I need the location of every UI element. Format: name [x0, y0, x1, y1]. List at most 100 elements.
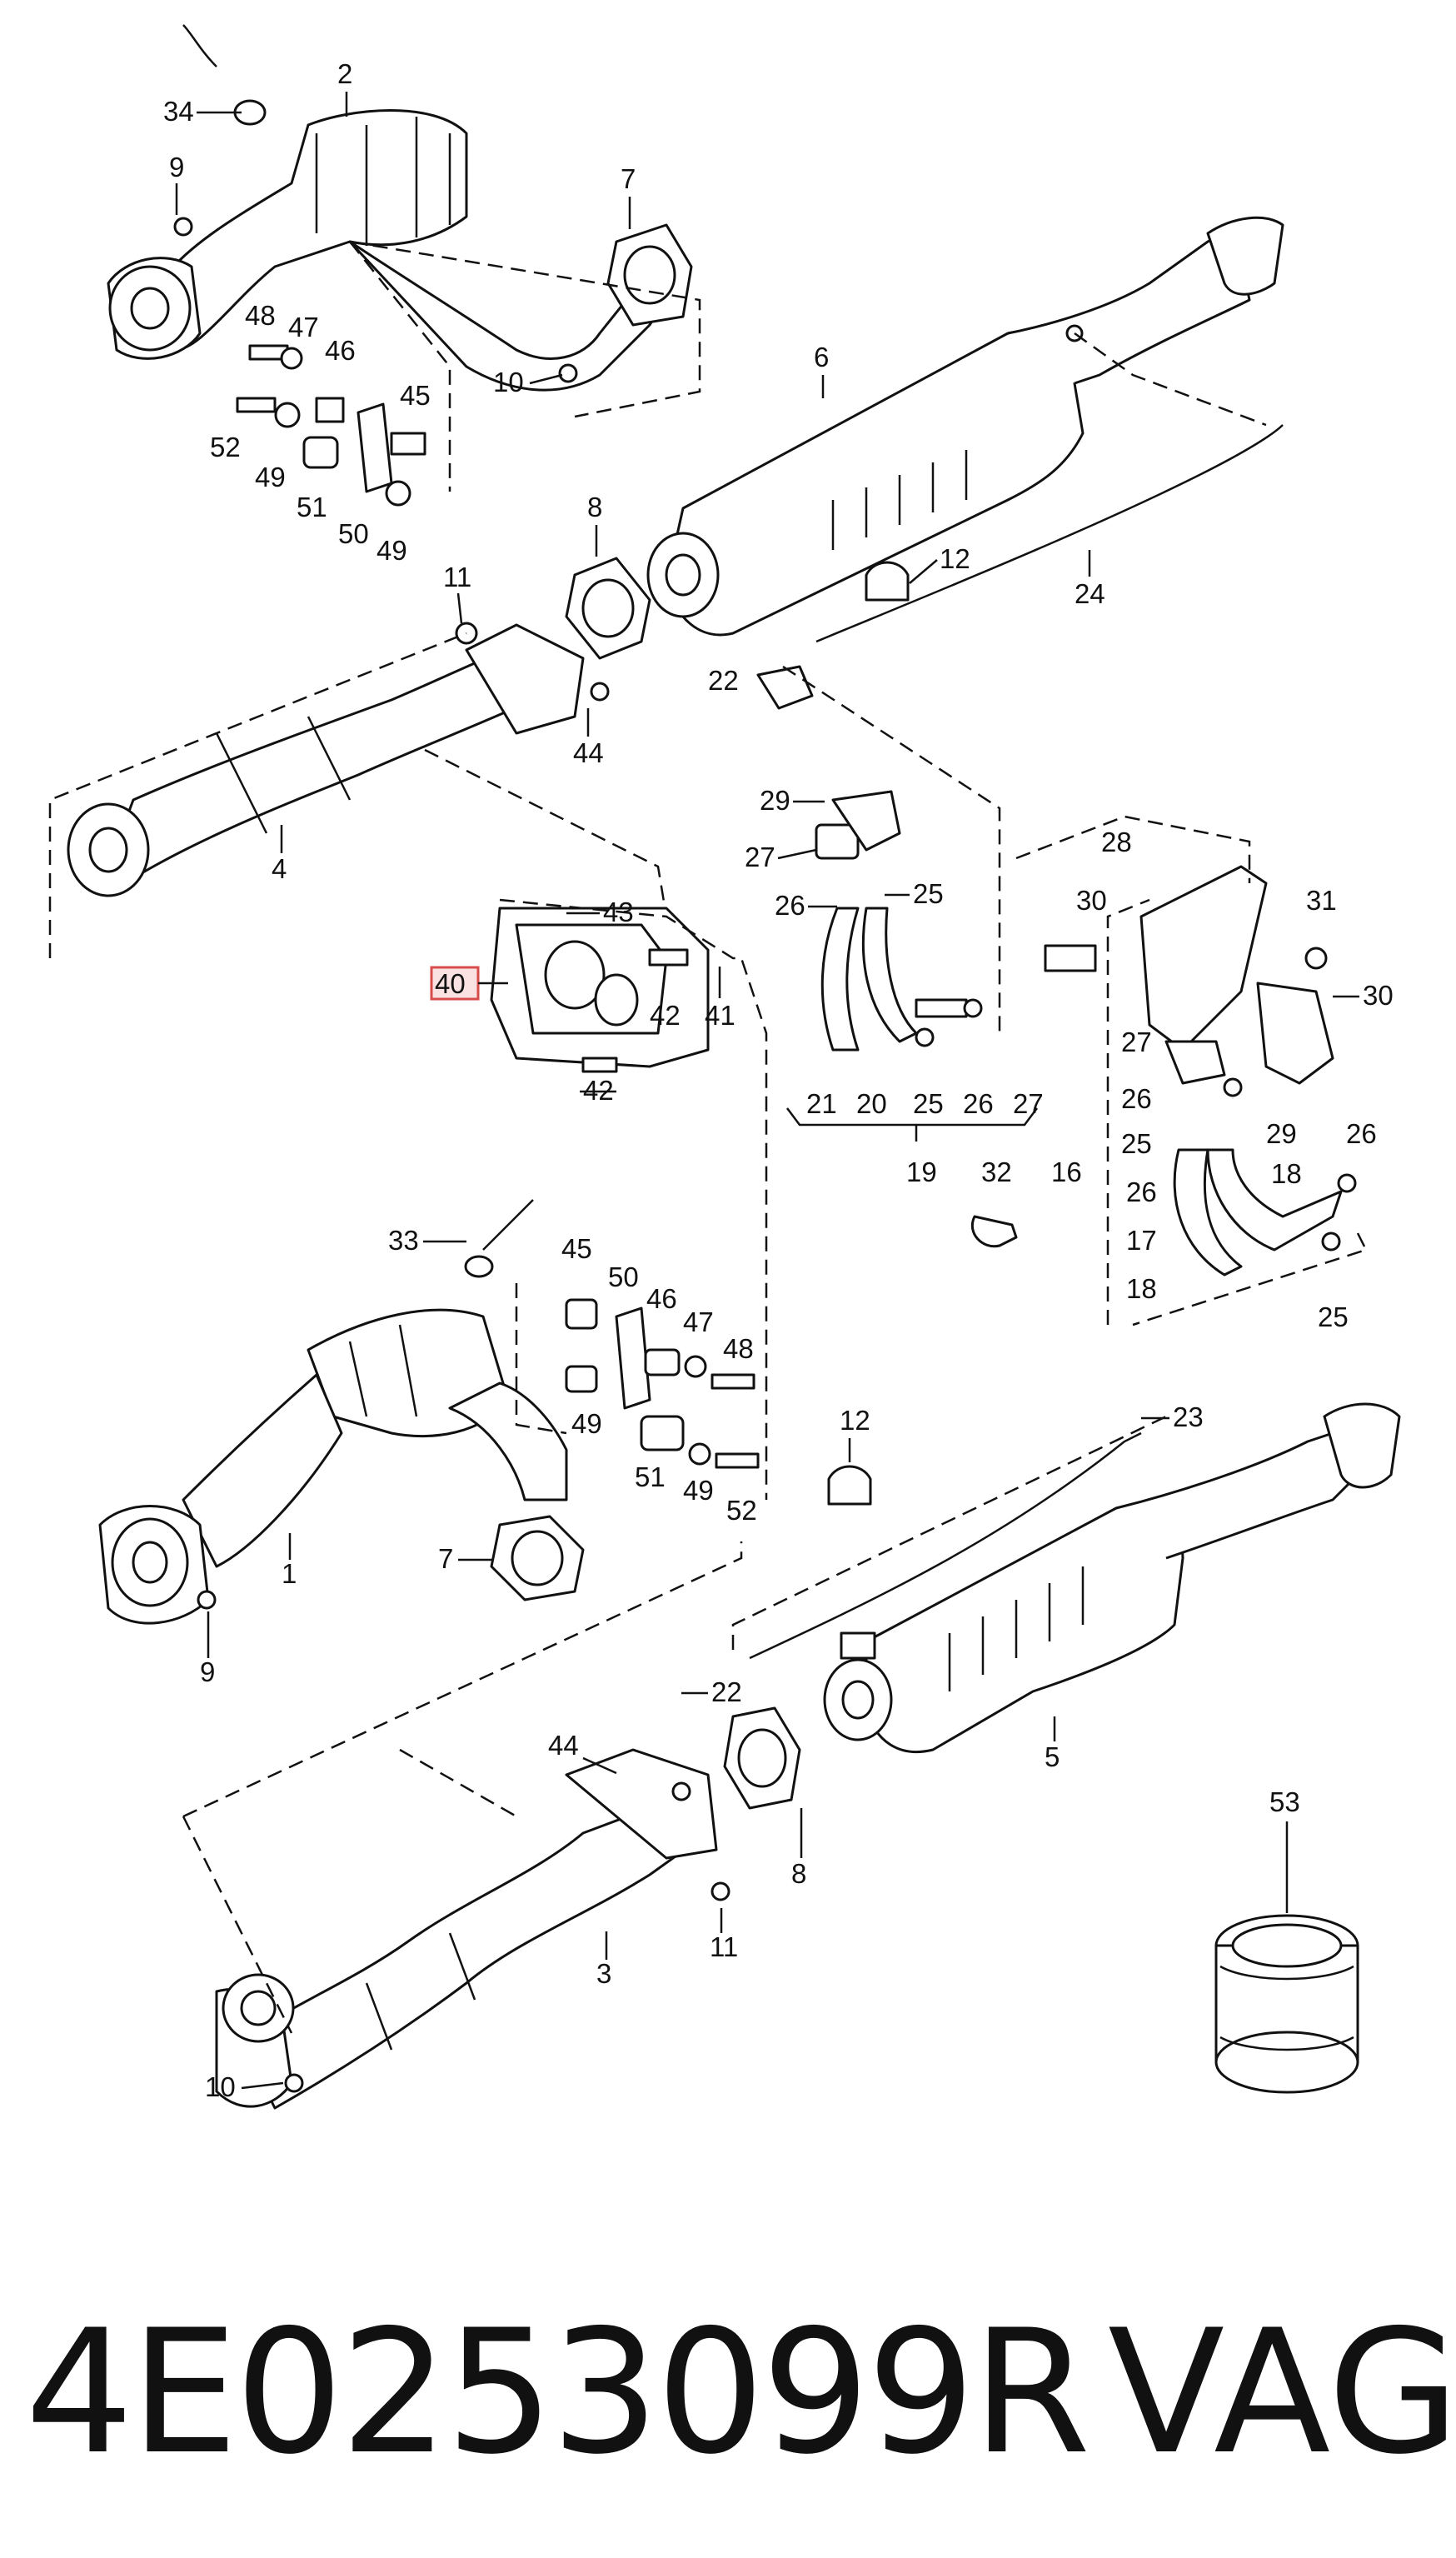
callout-34: 34 — [163, 96, 194, 127]
front-catalytic-converter-top — [107, 24, 660, 392]
callout-50-top: 50 — [338, 518, 369, 549]
callout-49-bottom-left: 49 — [571, 1408, 602, 1439]
callout-26-right: 26 — [1121, 1083, 1152, 1114]
callout-17: 17 — [1126, 1225, 1157, 1256]
callout-1: 1 — [282, 1558, 297, 1589]
heat-shield-bracket — [490, 907, 710, 1073]
callout-25-mid: 25 — [913, 1088, 944, 1119]
callout-45-bottom: 45 — [561, 1233, 592, 1264]
exhaust-system-diagram: 2 34 9 7 48 47 46 45 10 52 49 51 50 49 6… — [48, 24, 1401, 2110]
callout-27-top: 27 — [745, 842, 775, 872]
callout-8-bottom: 8 — [791, 1858, 806, 1889]
callout-12-bottom: 12 — [840, 1405, 870, 1436]
pipe-connector-sleeve — [1214, 1914, 1359, 2094]
callout-47-bottom: 47 — [683, 1306, 714, 1337]
gasket-bottom-mid — [723, 1706, 801, 1810]
callout-44-top: 44 — [573, 737, 604, 768]
callout-30-left: 30 — [1076, 885, 1107, 916]
clamp-bottom — [827, 1465, 872, 1506]
callout-23: 23 — [1173, 1401, 1204, 1432]
callout-11-top: 11 — [443, 562, 471, 592]
callout-18-lower: 18 — [1126, 1273, 1157, 1304]
pressure-sensor-assembly — [756, 665, 983, 1052]
callout-51-top: 51 — [297, 492, 327, 522]
callout-12-top: 12 — [940, 543, 970, 574]
diesel-particulate-filter-bottom — [823, 1402, 1401, 1754]
gasket-mid-top — [565, 557, 651, 660]
callout-22-bottom: 22 — [711, 1676, 742, 1707]
callout-46-bottom: 46 — [646, 1283, 677, 1314]
diesel-particulate-filter-top — [646, 216, 1284, 637]
callout-48-top: 48 — [245, 300, 276, 331]
callout-26-far-right: 26 — [1346, 1118, 1377, 1149]
callout-10-bottom: 10 — [205, 2071, 236, 2102]
callout-9-top: 9 — [169, 152, 184, 182]
callout-47-top: 47 — [288, 312, 319, 342]
callout-9-bottom: 9 — [200, 1656, 215, 1687]
callout-48-bottom: 48 — [723, 1333, 754, 1364]
callout-49-bottom-right: 49 — [683, 1475, 714, 1506]
front-pipe-top — [67, 622, 610, 897]
callout-49-top-left: 49 — [255, 462, 286, 492]
callout-52-bottom: 52 — [726, 1495, 757, 1526]
callout-27-mid: 27 — [1013, 1088, 1044, 1119]
callout-10-top: 10 — [493, 367, 524, 397]
pressure-line-bottom — [749, 1431, 1142, 1660]
callout-27-right: 27 — [1121, 1027, 1152, 1057]
callout-53: 53 — [1269, 1786, 1300, 1817]
callout-45-top: 45 — [400, 380, 431, 411]
callout-7-top: 7 — [621, 163, 636, 194]
callout-42-upper: 42 — [650, 1000, 681, 1031]
callout-52-top: 52 — [210, 432, 241, 462]
callout-4: 4 — [272, 853, 287, 884]
callout-46-top: 46 — [325, 335, 356, 366]
callout-29-top: 29 — [760, 785, 790, 816]
callout-22-top: 22 — [708, 665, 739, 696]
callout-50-bottom: 50 — [608, 1262, 639, 1292]
callout-18-upper: 18 — [1271, 1158, 1302, 1189]
callout-51-bottom: 51 — [635, 1461, 666, 1492]
pressure-line-top — [815, 424, 1284, 643]
callout-33: 33 — [388, 1225, 419, 1256]
brand-caption: VAG — [1108, 2294, 1456, 2492]
callout-24: 24 — [1075, 578, 1105, 609]
callout-5: 5 — [1045, 1741, 1060, 1772]
callout-20: 20 — [856, 1088, 887, 1119]
callout-31: 31 — [1306, 885, 1337, 916]
callout-32: 32 — [981, 1157, 1012, 1187]
callout-25-far-right: 25 — [1318, 1301, 1349, 1332]
callout-42-lower: 42 — [583, 1075, 614, 1106]
callout-25-right: 25 — [1121, 1128, 1152, 1159]
fasteners-bottom — [565, 1298, 760, 1469]
callout-8-top: 8 — [587, 492, 602, 522]
callout-43: 43 — [603, 897, 634, 927]
callout-41: 41 — [705, 1000, 735, 1031]
callout-6: 6 — [814, 342, 829, 372]
fasteners-top — [173, 217, 578, 507]
callout-21: 21 — [806, 1088, 837, 1119]
hose-clip — [970, 1215, 1018, 1248]
callout-44-bottom: 44 — [548, 1730, 579, 1761]
right-bracket-assembly — [1044, 865, 1357, 1277]
callout-30-right: 30 — [1363, 980, 1394, 1011]
callout-49-top-right: 49 — [376, 535, 407, 566]
clamp-top — [865, 561, 910, 602]
part-number-caption: 4E0253099R — [25, 2294, 1090, 2492]
highlight-box — [430, 966, 480, 1001]
callout-29-right: 29 — [1266, 1118, 1297, 1149]
callout-16: 16 — [1051, 1157, 1082, 1187]
callout-11-bottom: 11 — [710, 1931, 738, 1962]
callout-3: 3 — [596, 1958, 611, 1989]
callout-labels: 2 34 9 7 48 47 46 45 10 52 49 51 50 49 6… — [163, 58, 1394, 2102]
callout-28: 28 — [1101, 827, 1132, 857]
front-catalytic-converter-bottom — [98, 1199, 568, 1625]
callout-25-top: 25 — [913, 878, 944, 909]
callout-26-lower: 26 — [1126, 1177, 1157, 1207]
callout-2: 2 — [337, 58, 352, 89]
gasket-bottom-left — [490, 1515, 585, 1601]
callout-7-bottom: 7 — [438, 1543, 453, 1574]
callout-26-mid: 26 — [963, 1088, 994, 1119]
callout-40-highlighted: 40 — [435, 968, 466, 999]
intermediate-pipe-bottom — [215, 1748, 730, 2110]
callout-19: 19 — [906, 1157, 937, 1187]
